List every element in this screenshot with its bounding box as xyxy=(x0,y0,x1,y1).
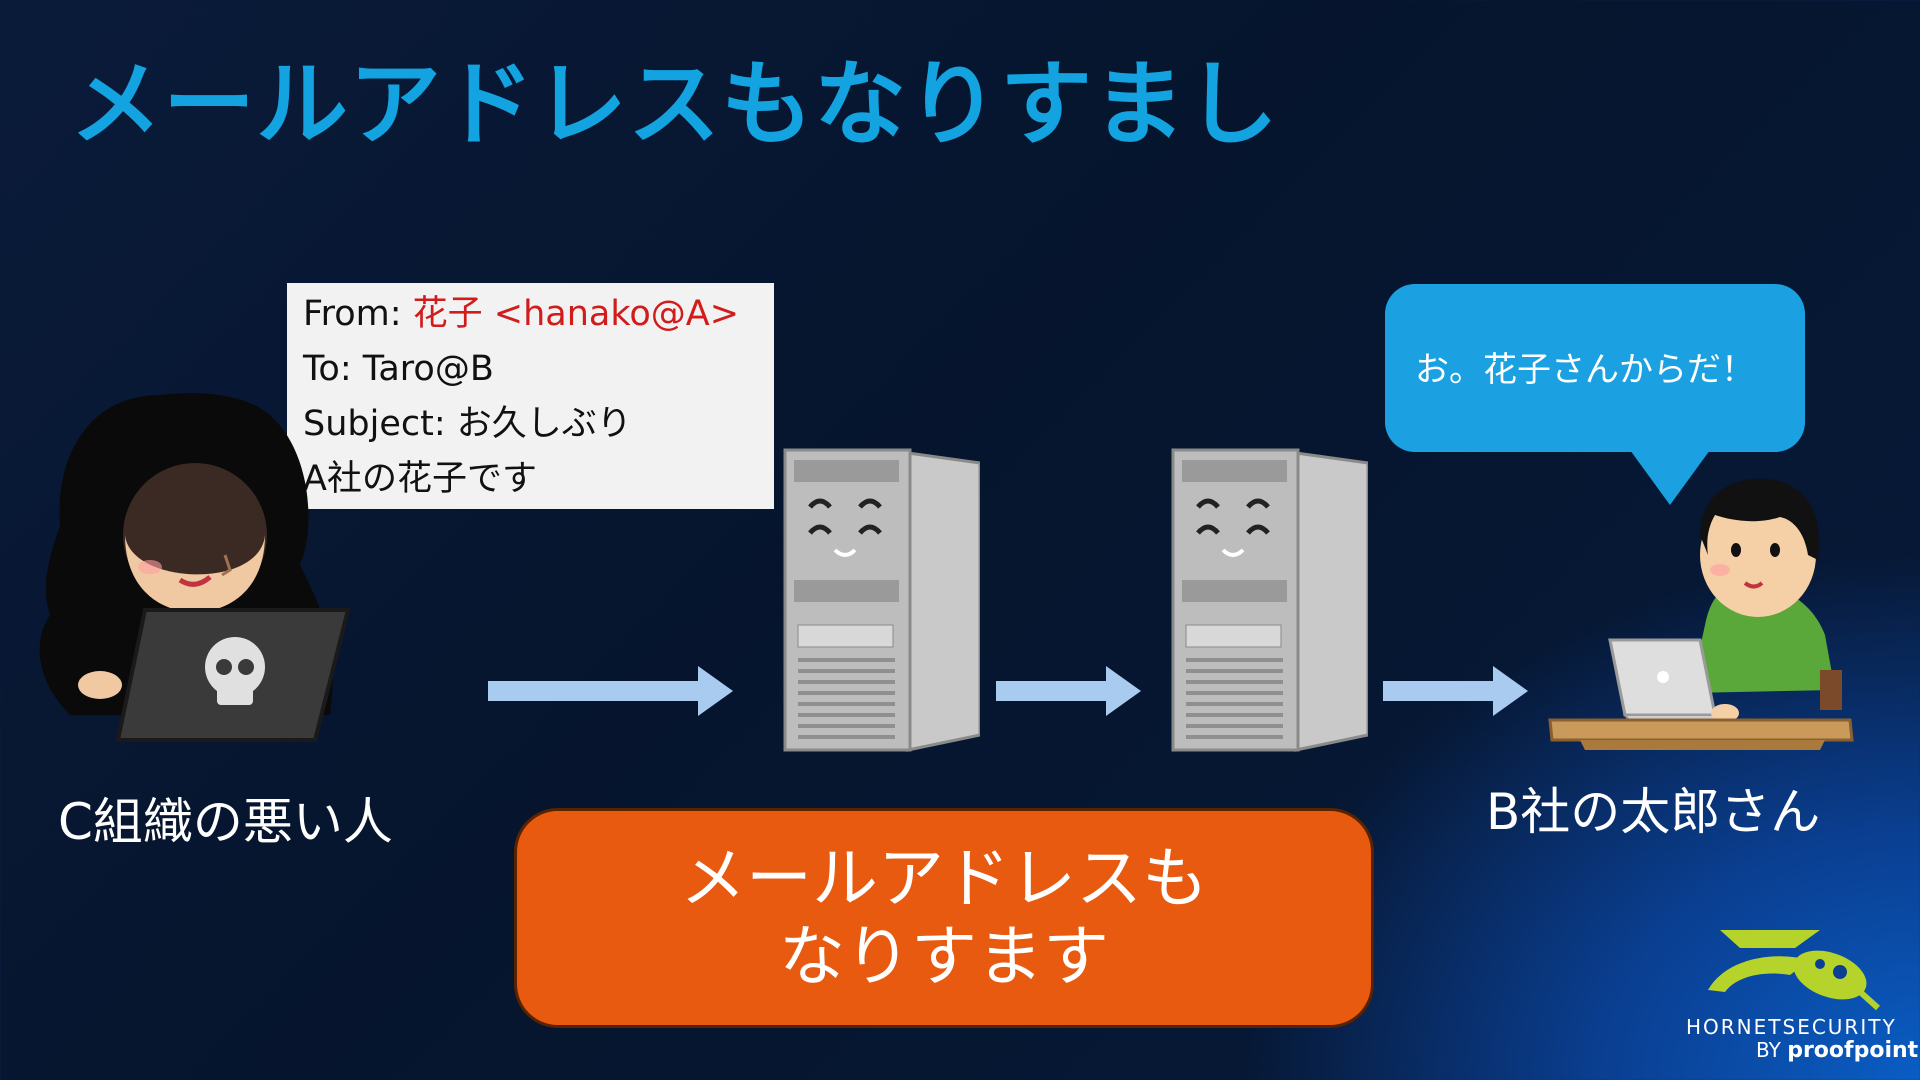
office-worker-with-laptop-icon xyxy=(1548,478,1854,750)
arrow-right-icon xyxy=(488,666,733,716)
speech-bubble: お。花子さんからだ！ xyxy=(1385,284,1805,452)
hacker-with-laptop-icon xyxy=(39,393,351,742)
email-from-value: 花子 <hanako@A> xyxy=(412,294,740,334)
mail-server-icon xyxy=(1171,448,1368,752)
attacker-label: C組織の悪い人 xyxy=(58,793,393,851)
email-from-label: From: xyxy=(303,294,413,334)
callout-line-2: なりすます xyxy=(779,918,1109,995)
speech-bubble-text: お。花子さんからだ！ xyxy=(1415,350,1755,390)
logo-byline: BY proofpoint. xyxy=(1756,1038,1920,1063)
email-subject-line: Subject: お久しぶり xyxy=(303,404,632,444)
callout-box: メールアドレスも なりすます xyxy=(514,808,1374,1028)
arrow-right-icon xyxy=(996,666,1141,716)
email-body-line: A社の花子です xyxy=(303,459,537,499)
hornet-logo-icon xyxy=(1708,930,1881,1011)
logo-brand: proofpoint. xyxy=(1787,1038,1920,1063)
email-from-line: From: 花子 <hanako@A> xyxy=(303,287,758,342)
recipient-label: B社の太郎さん xyxy=(1486,783,1821,841)
mail-server-icon xyxy=(783,448,980,752)
arrow-right-icon xyxy=(1383,666,1528,716)
callout-line-1: メールアドレスも xyxy=(680,840,1208,917)
slide-title: メールアドレスもなりすまし xyxy=(70,51,1280,158)
logo-by: BY xyxy=(1756,1038,1781,1062)
spoofed-email-header: From: 花子 <hanako@A> To: Taro@B Subject: … xyxy=(287,283,774,509)
logo-wordmark: HORNETSECURITY xyxy=(1686,1015,1897,1039)
speech-bubble-tail xyxy=(1630,450,1710,505)
email-to-line: To: Taro@B xyxy=(303,349,494,389)
